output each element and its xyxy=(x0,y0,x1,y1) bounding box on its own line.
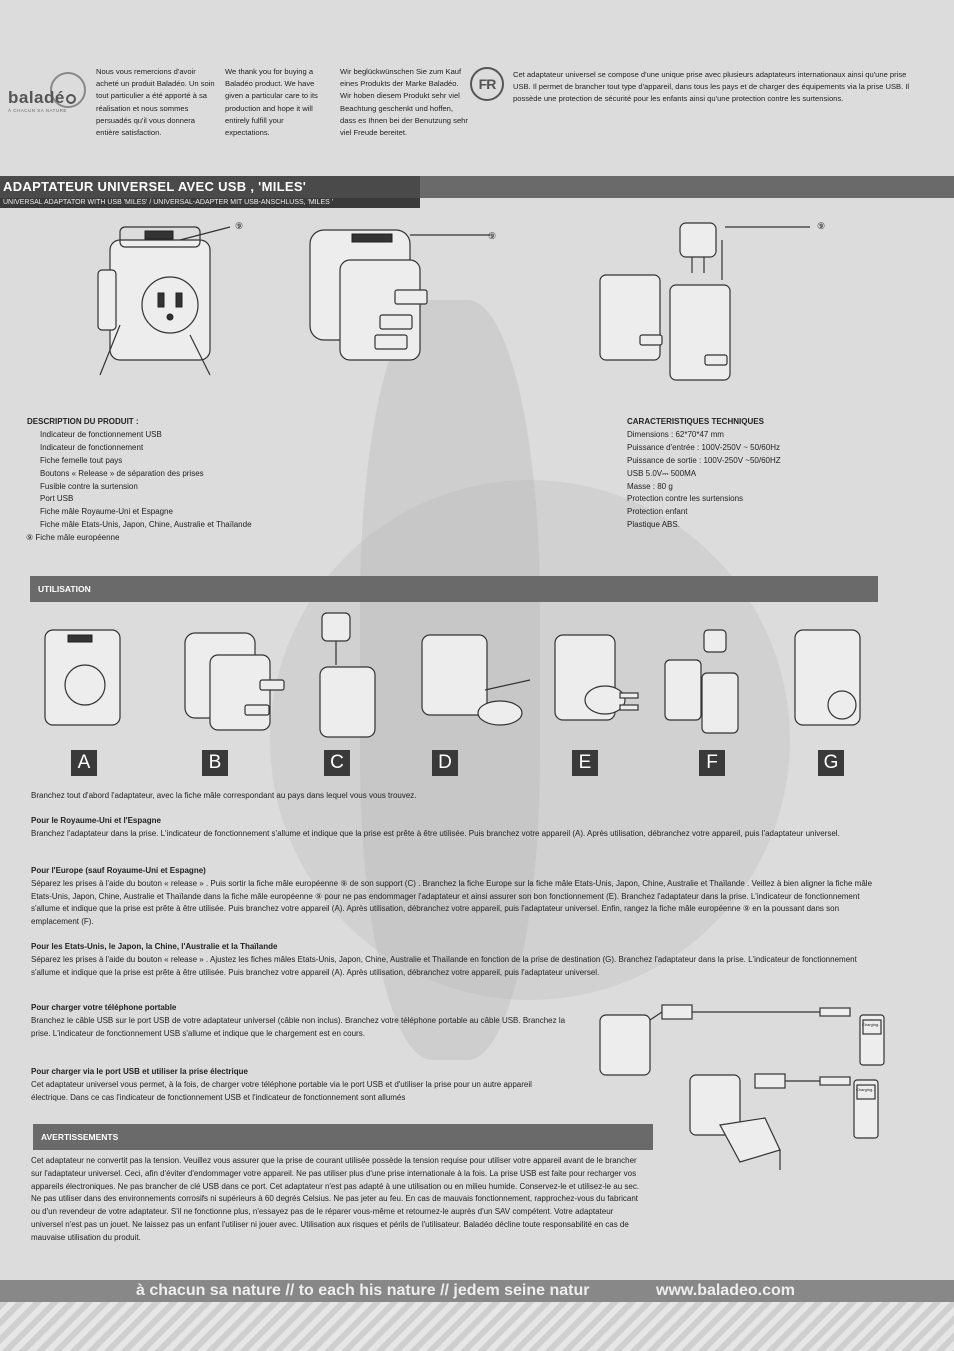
callout-marker-2: ⑨ xyxy=(488,231,497,241)
usage-eu-text: Séparez les prises à l'aide du bouton « … xyxy=(31,878,873,927)
usage-us-text: Séparez les prises à l'aide du bouton « … xyxy=(31,954,857,977)
usage-eu-section: Pour l'Europe (sauf Royaume-Uni et Espag… xyxy=(31,865,876,929)
product-illustration-exploded xyxy=(599,222,810,381)
product-description: DESCRIPTION DU PRODUIT : Indicateur de f… xyxy=(26,416,347,545)
step-label-a: A xyxy=(71,750,97,776)
spec-item: Puissance de sortie : 100V-250V ~50/60HZ xyxy=(627,455,781,465)
step-g-illustration xyxy=(794,629,861,726)
step-label-g: G xyxy=(818,750,844,776)
intro-summary: Cet adaptateur universel se compose d'un… xyxy=(513,70,910,104)
intro-english: We thank you for buying a Baladéo produc… xyxy=(225,67,318,138)
usage-uk-heading: Pour le Royaume-Uni et l'Espagne xyxy=(31,816,161,825)
usage-usb-text: Cet adaptateur universel vous permet, à … xyxy=(31,1079,532,1102)
phone-screen-label-1: Charging... xyxy=(862,1022,882,1027)
specs-heading: CARACTERISTIQUES TECHNIQUES xyxy=(627,417,764,426)
spec-item: Plastique ABS. xyxy=(627,520,680,530)
step-label-e: E xyxy=(572,750,598,776)
description-item: Fiche femelle tout pays xyxy=(40,455,123,465)
usage-usb-heading: Pour charger via le port USB et utiliser… xyxy=(31,1067,248,1076)
footer-bar: à chacun sa nature // to each his nature… xyxy=(0,1280,954,1302)
warnings-heading: AVERTISSEMENTS xyxy=(33,1124,653,1150)
description-item: Indicateur de fonctionnement xyxy=(40,442,144,452)
description-item: Fusible contre la surtension xyxy=(40,481,138,491)
description-item: ⑨ Fiche mâle européenne xyxy=(26,533,120,543)
step-b-illustration xyxy=(184,632,285,731)
spec-item: Protection contre les surtensions xyxy=(627,494,744,504)
step-a-illustration xyxy=(44,629,121,726)
phone-screen-label-2: Charging... xyxy=(856,1087,876,1092)
spec-item: USB 5.0V⎓ 500MA xyxy=(627,468,697,478)
footer-url[interactable]: www.baladeo.com xyxy=(656,1282,795,1299)
logo-tagline: À CHACUN SA NATURE xyxy=(8,108,67,113)
language-badge-fr: FR xyxy=(470,67,504,101)
product-subtitle: UNIVERSAL ADAPTATOR WITH USB 'MILES' / U… xyxy=(0,198,420,208)
spec-item: Puissance d'entrée : 100V-250V ~ 50/60Hz xyxy=(627,442,780,452)
step-label-c: C xyxy=(324,750,350,776)
step-label-f: F xyxy=(699,750,725,776)
usage-intro: Branchez tout d'abord l'adaptateur, avec… xyxy=(31,791,417,800)
description-heading: DESCRIPTION DU PRODUIT : xyxy=(27,417,139,426)
description-item: Fiche mâle Royaume-Uni et Espagne xyxy=(40,507,173,517)
intro-french: Nous vous remercions d'avoir acheté un p… xyxy=(96,67,215,138)
step-illustrations xyxy=(44,612,861,738)
step-label-d: D xyxy=(432,750,458,776)
usage-us-heading: Pour les Etats-Unis, le Japon, la Chine,… xyxy=(31,942,278,951)
description-item: Indicateur de fonctionnement USB xyxy=(40,429,162,439)
step-c-illustration xyxy=(319,612,376,738)
usage-heading: UTILISATION xyxy=(30,576,878,602)
charging-illustration xyxy=(599,1004,885,1170)
logo-text: baladé xyxy=(8,88,65,107)
callout-marker-1: ⑨ xyxy=(235,221,244,231)
spec-item: Masse : 80 g xyxy=(627,481,673,491)
usage-phone-text: Branchez le câble USB sur le port USB de… xyxy=(31,1015,566,1038)
title-bar-extension xyxy=(420,176,954,198)
product-illustration-front xyxy=(97,226,231,376)
intro-german: Wir beglückwünschen Sie zum Kauf eines P… xyxy=(340,67,468,138)
step-d-illustration xyxy=(421,634,531,726)
logo: baladé xyxy=(8,89,76,106)
usage-us-section: Pour les Etats-Unis, le Japon, la Chine,… xyxy=(31,941,876,979)
technical-specs: CARACTERISTIQUES TECHNIQUES Dimensions :… xyxy=(627,416,887,532)
usage-phone-section: Pour charger votre téléphone portable Br… xyxy=(31,1002,571,1040)
step-label-b: B xyxy=(202,750,228,776)
footer-stripes xyxy=(0,1302,954,1351)
usage-phone-heading: Pour charger votre téléphone portable xyxy=(31,1003,177,1012)
product-title: ADAPTATEUR UNIVERSEL AVEC USB , 'MILES' xyxy=(0,176,420,198)
logo-ring xyxy=(50,72,86,108)
usage-uk-text: Branchez l'adaptateur dans la prise. L'i… xyxy=(31,828,840,838)
callout-marker-3: ⑨ xyxy=(817,221,826,231)
usage-uk-section: Pour le Royaume-Uni et l'Espagne Branche… xyxy=(31,815,861,841)
step-f-illustration xyxy=(664,629,739,734)
spec-item: Protection enfant xyxy=(627,507,688,517)
description-item: Port USB xyxy=(40,494,74,504)
background-watermark xyxy=(270,480,790,1000)
footer-slogan: à chacun sa nature // to each his nature… xyxy=(136,1282,590,1299)
description-item: Fiche mâle Etats-Unis, Japon, Chine, Aus… xyxy=(40,520,252,530)
step-e-illustration xyxy=(554,634,639,721)
description-item: Boutons « Release » de séparation des pr… xyxy=(40,468,204,478)
product-illustration-plug xyxy=(309,229,490,361)
usage-eu-heading: Pour l'Europe (sauf Royaume-Uni et Espag… xyxy=(31,866,206,875)
spec-item: Dimensions : 62*70*47 mm xyxy=(627,429,724,439)
warnings-text: Cet adaptateur ne convertit pas la tensi… xyxy=(31,1156,640,1242)
usage-usb-section: Pour charger via le port USB et utiliser… xyxy=(31,1066,571,1104)
